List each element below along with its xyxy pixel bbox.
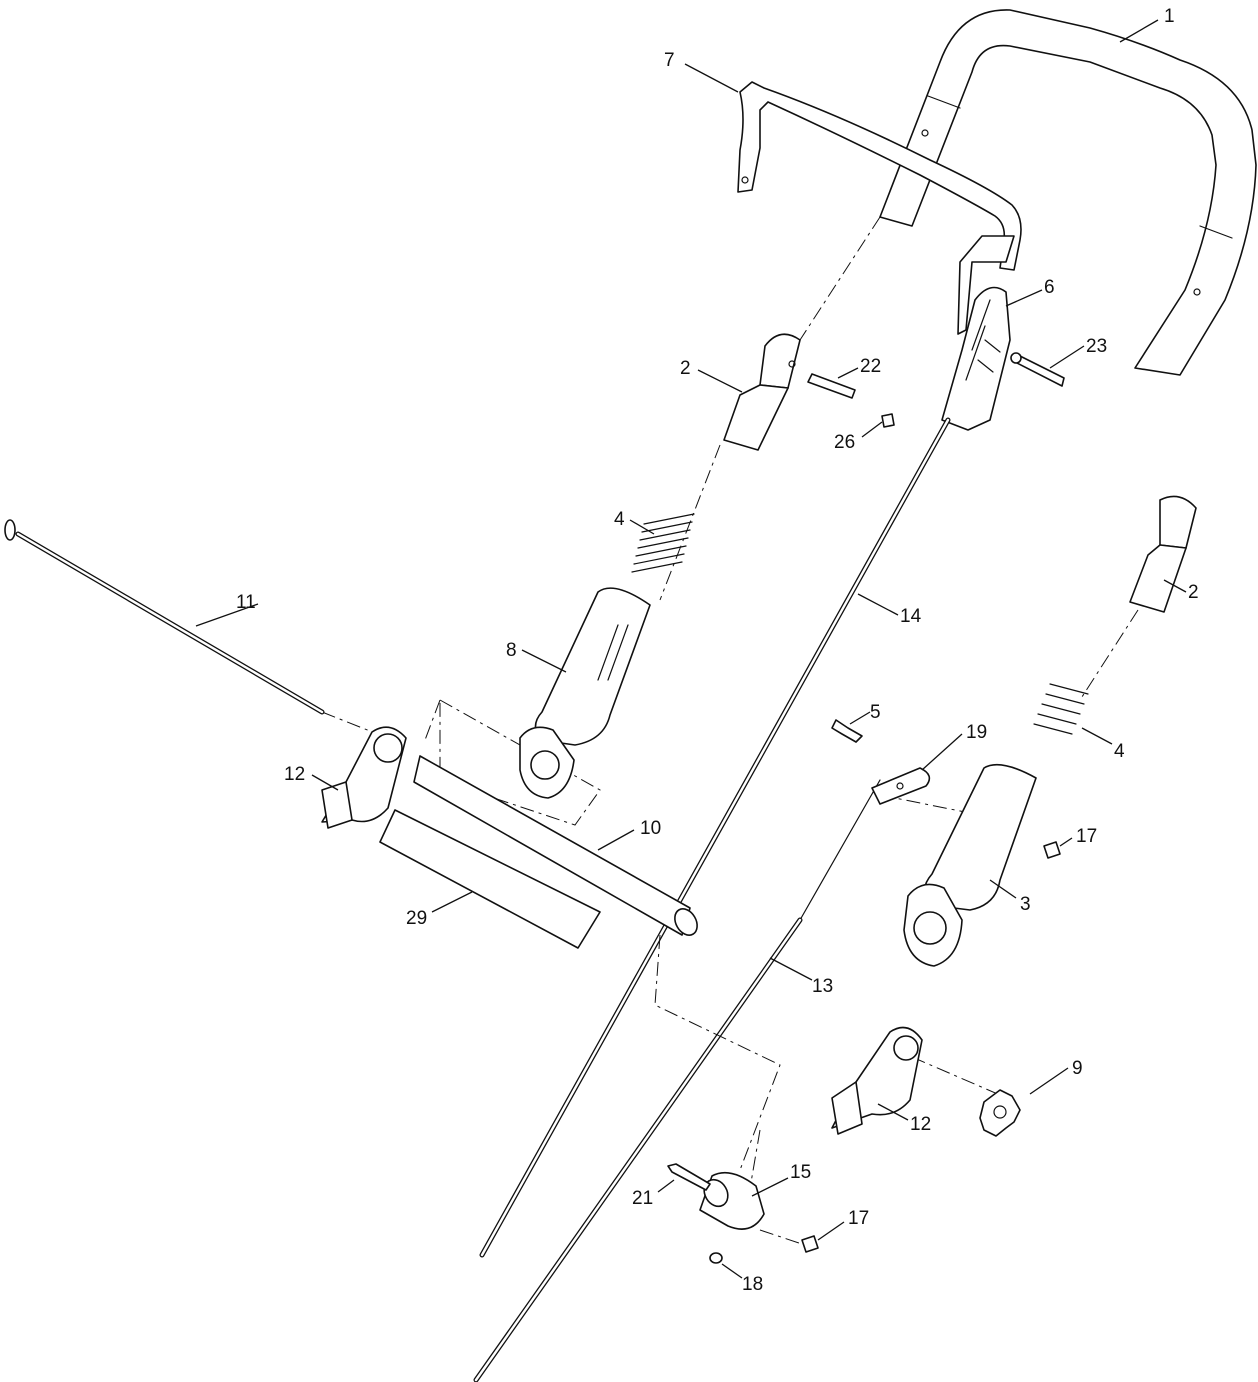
lower-arm-part-8	[519, 587, 651, 799]
callout-29: 29	[406, 908, 427, 929]
callout-5: 5	[870, 702, 881, 723]
callout-18: 18	[742, 1274, 763, 1295]
callout-8: 8	[506, 640, 517, 661]
callout-labels: 1 7 6 23 2 22 26 4 11 14 2 8 5 19 4 12 1…	[236, 6, 1199, 1295]
callout-19: 19	[966, 722, 987, 743]
callout-12-left: 12	[284, 764, 305, 785]
pin-part-22	[807, 373, 856, 399]
bail-bracket-part-6	[941, 286, 1011, 431]
tube-part-2-right	[1129, 495, 1197, 613]
cable-part-14	[479, 417, 951, 1258]
lower-arm-part-3	[903, 763, 1037, 967]
screw-part-5	[831, 719, 863, 743]
washer-part-18	[709, 1252, 723, 1264]
nut-part-17-lower	[801, 1235, 819, 1253]
callout-7: 7	[664, 50, 675, 71]
lever-part-19	[871, 767, 931, 805]
callout-leader-lines	[195, 19, 1187, 1279]
knob-part-9	[979, 1089, 1021, 1137]
cable-part-13	[473, 779, 881, 1382]
callout-14: 14	[900, 606, 922, 627]
assembly-centerlines	[321, 216, 1139, 1246]
axle-tube-part-10	[413, 755, 698, 936]
callout-12-right: 12	[910, 1114, 931, 1135]
callout-3: 3	[1020, 894, 1031, 915]
control-bail-part-7	[737, 81, 1022, 335]
callout-4-right: 4	[1114, 741, 1125, 762]
callout-22: 22	[860, 356, 881, 377]
callout-11: 11	[236, 592, 256, 613]
nut-part-17-upper	[1043, 841, 1061, 859]
bracket-part-12-right	[831, 1026, 923, 1135]
rod-part-11	[4, 519, 325, 715]
callout-1: 1	[1164, 6, 1175, 27]
upper-handle-part-1	[879, 9, 1257, 376]
callout-2-upper: 2	[680, 358, 691, 379]
callout-15: 15	[790, 1162, 811, 1183]
coupler-part-15	[699, 1171, 765, 1230]
callout-10: 10	[640, 818, 661, 839]
callout-4-upper: 4	[614, 509, 625, 530]
tube-part-2-upper	[723, 333, 801, 451]
cap-part-26	[881, 413, 895, 428]
spring-part-4-upper	[631, 513, 695, 573]
bracket-part-12-left	[321, 726, 407, 829]
callout-26: 26	[834, 432, 855, 453]
callout-21: 21	[632, 1188, 653, 1209]
callout-6: 6	[1044, 277, 1055, 298]
callout-9: 9	[1072, 1058, 1083, 1079]
bolt-part-21	[667, 1163, 711, 1191]
spring-part-4-right	[1033, 683, 1089, 735]
callout-23: 23	[1086, 336, 1107, 357]
callout-17-lower: 17	[848, 1208, 869, 1229]
callout-2-right: 2	[1188, 582, 1199, 603]
callout-17-upper: 17	[1076, 826, 1097, 847]
callout-13: 13	[812, 976, 833, 997]
pin-part-23	[1010, 352, 1065, 387]
sleeve-part-29	[379, 809, 601, 949]
